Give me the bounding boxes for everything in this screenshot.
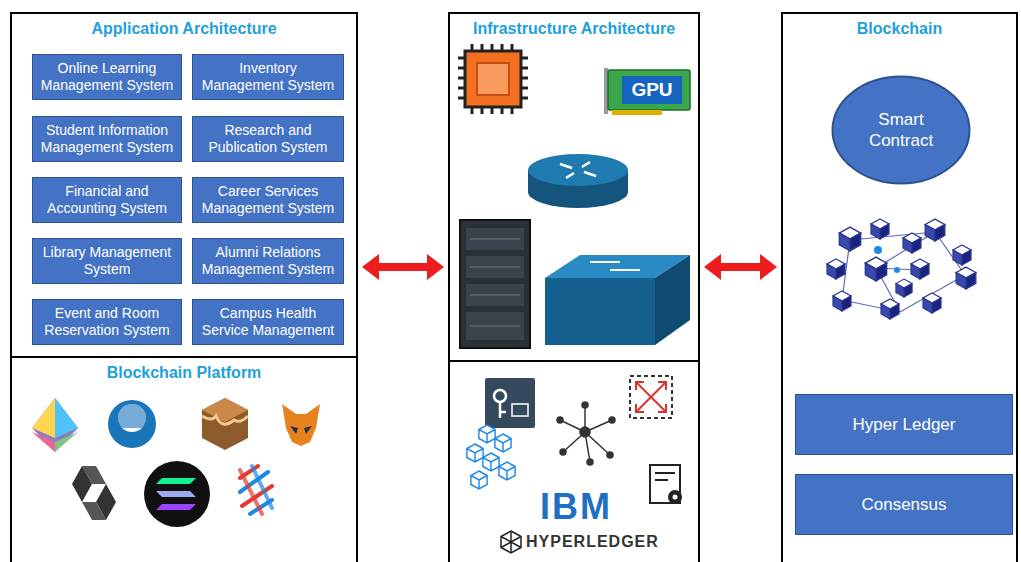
- block-cluster-icon: [467, 425, 515, 489]
- panel-title: Infrastructure Architecture: [450, 14, 698, 38]
- panel-outline: [449, 361, 699, 562]
- system-box: Research and Publication System: [192, 116, 344, 162]
- system-box: Inventory Management System: [192, 54, 344, 100]
- blockchain-network: [827, 219, 976, 319]
- system-box: Campus Health Service Management: [192, 299, 344, 345]
- platform-logos: [32, 398, 320, 527]
- ellipse-shape: [831, 75, 971, 185]
- ellipse-outline: [833, 77, 970, 184]
- cpu-icon: [458, 44, 528, 114]
- server-rack-icon: [460, 220, 530, 348]
- brand-label: HYPERLEDGER: [526, 533, 659, 551]
- box-label: Library Management System: [38, 244, 176, 278]
- gpu-label: GPU: [622, 76, 682, 104]
- expand-icon: [630, 376, 672, 418]
- box-label: Inventory Management System: [198, 60, 338, 94]
- system-box: Consensus: [795, 474, 1013, 535]
- system-box: Online Learning Management System: [32, 54, 182, 100]
- box-label: Research and Publication System: [198, 122, 338, 156]
- panel-title: Blockchain: [783, 14, 1016, 38]
- system-box: Financial and Accounting System: [32, 177, 182, 223]
- settings-doc-icon: [650, 465, 682, 504]
- box-label: Alumni Relations Management System: [198, 244, 338, 278]
- architecture-panel: Online Learning Management System Invento…: [10, 12, 358, 358]
- network-icon: [557, 402, 615, 465]
- system-box: Student Information Management System: [32, 116, 182, 162]
- box-label: Event and Room Reservation System: [38, 305, 176, 339]
- architecture-panel: Infrastructure Architecture: [448, 12, 700, 362]
- router-icon: [528, 154, 628, 208]
- box-label: Student Information Management System: [38, 122, 176, 156]
- system-box: Hyper Ledger: [795, 394, 1013, 455]
- box-label: Smart Contract: [849, 109, 953, 152]
- gpu-icon: [604, 68, 690, 115]
- architecture-panel: Smart ContractHyper LedgerConsensus Block…: [781, 12, 1018, 562]
- system-box: Alumni Relations Management System: [192, 238, 344, 284]
- box-label: Online Learning Management System: [38, 60, 176, 94]
- panel-title: Blockchain Platform: [12, 358, 356, 382]
- contract-ellipse: Smart Contract: [831, 75, 971, 185]
- system-box: Event and Room Reservation System: [32, 299, 182, 345]
- brand-label: IBM: [540, 486, 612, 528]
- system-box: Library Management System: [32, 238, 182, 284]
- box-label: Career Services Management System: [198, 183, 338, 217]
- box-label: Financial and Accounting System: [38, 183, 176, 217]
- box-label: Hyper Ledger: [852, 414, 955, 435]
- key-card-icon: [485, 378, 535, 428]
- hyperledger-logo: [501, 531, 521, 553]
- box-label: Campus Health Service Management: [198, 305, 338, 339]
- bidirectional-arrow: [721, 263, 760, 271]
- bidirectional-arrow: [379, 263, 427, 271]
- architecture-panel: Blockchain Platform: [10, 356, 358, 562]
- switch-icon: [545, 255, 690, 345]
- system-box: Career Services Management System: [192, 177, 344, 223]
- panel-title: Application Architecture: [12, 14, 356, 38]
- box-label: Consensus: [861, 494, 946, 515]
